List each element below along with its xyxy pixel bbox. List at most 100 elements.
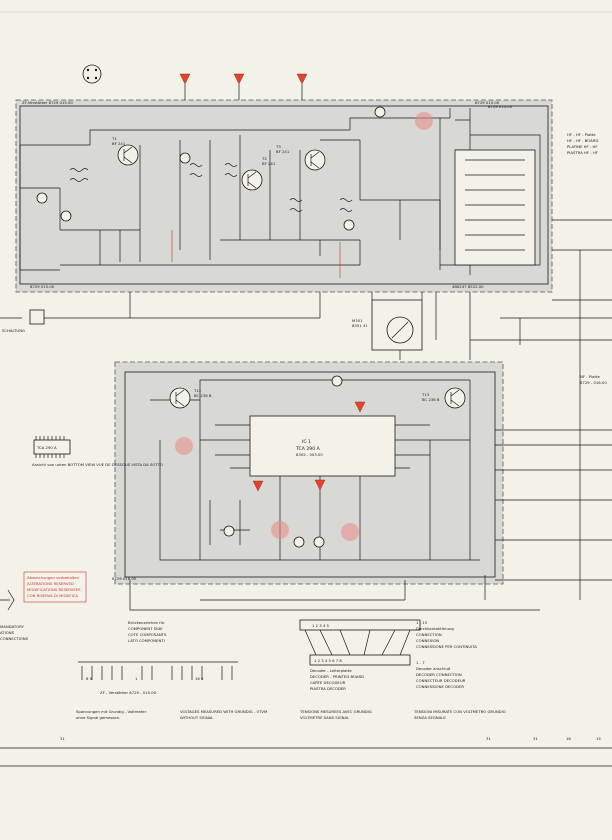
svg-text:T11: T11 (193, 388, 202, 393)
svg-text:PLATINE HF - HF: PLATINE HF - HF (567, 144, 598, 149)
svg-text:HF - HF - BOARD: HF - HF - BOARD (567, 138, 598, 143)
left-legend: MANDATORY ATIONS CONNECTIONS (0, 624, 29, 641)
transistor-t2: T2 BF 241 (241, 156, 276, 191)
voltage-legend: Spannungen mit Grundig - Voltmeter ohne … (76, 709, 506, 720)
transistor-t3: T3 BF 241 (275, 144, 326, 171)
svg-text:BF 241: BF 241 (262, 161, 276, 166)
connection-legend: 1 - 13 Durchkontaktierung CONNECTION CON… (416, 620, 477, 689)
svg-text:SENZA SEGNALE: SENZA SEGNALE (414, 715, 446, 720)
svg-text:ZF - Verstärker 8729 - 015.: ZF - Verstärker 8729 - 015.00 (100, 690, 157, 695)
svg-text:1 2 3 4 5 6 7 8: 1 2 3 4 5 6 7 8 (314, 658, 342, 663)
tuning-meter: M301 8351 41 (352, 299, 423, 351)
svg-text:DECODER - PRINTED BOARD: DECODER - PRINTED BOARD (310, 674, 364, 679)
svg-text:BC 238 B: BC 238 B (422, 397, 440, 402)
bridge-legend: Brückenzeichen für COMPONENT SIDE COTE C… (128, 620, 167, 643)
svg-text:1 - 13: 1 - 13 (416, 620, 428, 625)
test-point (223, 525, 235, 537)
svg-text:MODIFICATIONS RESERVEES: MODIFICATIONS RESERVEES (27, 587, 81, 592)
transistor-t13: T13 BC 238 B (421, 387, 466, 409)
svg-text:Brückenzeichen für: Brückenzeichen für (128, 620, 165, 625)
svg-text:T13: T13 (421, 392, 430, 397)
svg-text:15: 15 (596, 736, 601, 741)
svg-text:TENSIONI MISURATE CON VOLTMETR: TENSIONI MISURATE CON VOLTMETRO GRUNDIG (413, 709, 506, 714)
svg-text:TCA 290 A: TCA 290 A (36, 445, 57, 450)
svg-text:BF 241: BF 241 (276, 149, 290, 154)
svg-text:NF - Platte: NF - Platte (580, 374, 600, 379)
svg-text:CONNECTEUR DECODEUR: CONNECTEUR DECODEUR (416, 678, 466, 683)
svg-text:ATIONS: ATIONS (0, 630, 15, 635)
svg-text:M301: M301 (352, 318, 363, 323)
svg-text:8729 - 016.00: 8729 - 016.00 (580, 380, 607, 385)
svg-text:T2: T2 (261, 156, 267, 161)
if-amplifier-board: ZF-Verstärker 8729 015.00 8729 015.00 87… (15, 73, 553, 293)
test-point (60, 210, 72, 222)
svg-text:ohne Signal gemessen.: ohne Signal gemessen. (76, 715, 120, 720)
svg-text:Spannungen mit Grundig - Voltm: Spannungen mit Grundig - Voltmeter (76, 709, 147, 714)
red-test-marker (179, 73, 191, 85)
ic-tca290a: IC 1 TCA 290 A 8305 - 003.00 (249, 415, 396, 477)
svg-text:COMPONENT SIDE: COMPONENT SIDE (128, 626, 163, 631)
svg-text:Durchkontaktierung: Durchkontaktierung (416, 626, 454, 631)
test-point (36, 192, 48, 204)
transistor-t1: T1 BF 241 (111, 136, 139, 166)
highlight-marker (271, 521, 289, 539)
svg-text:CONNECTION: CONNECTION (416, 632, 442, 637)
svg-text:Decoder - Leiterplatte: Decoder - Leiterplatte (310, 668, 352, 673)
svg-text:DECODER CONNECTION: DECODER CONNECTION (416, 672, 462, 677)
svg-text:1: 1 (135, 676, 138, 681)
ic-socket-note: Ansicht von unten BOTTOM VIEW VUE DE DES… (32, 462, 163, 467)
svg-text:CONNECTIONS: CONNECTIONS (0, 636, 29, 641)
svg-text:Abweichungen vorbehalten: Abweichungen vorbehalten (27, 575, 80, 580)
red-test-marker (354, 401, 366, 413)
svg-text:CON RISERVA DI MODIFICA: CON RISERVA DI MODIFICA (27, 593, 78, 598)
footer-reference-numbers: 31 31 31 16 15 (60, 736, 601, 741)
plug-connector (82, 64, 102, 84)
decoder-legend: 1 2 3 4 5 1 2 3 4 5 6 7 8 Decoder - Leit… (299, 619, 421, 691)
svg-text:COTE COMPOSANTS: COTE COMPOSANTS (128, 632, 167, 637)
svg-text:CARTE DECODEUR: CARTE DECODEUR (310, 680, 346, 685)
test-point (293, 536, 305, 548)
if-board-code: 8729 015.00 (30, 284, 55, 289)
svg-text:IC 1: IC 1 (302, 439, 311, 445)
svg-text:1 2 3 4 5: 1 2 3 4 5 (312, 623, 329, 628)
connector-legend: 8 9 1 16 9 ZF - Verstärker 8729 - 015.00 (78, 661, 238, 695)
svg-text:LATO COMPONENTI: LATO COMPONENTI (128, 638, 165, 643)
red-test-marker (252, 480, 264, 492)
svg-text:TENSIONS MESUREES AVEC GRUNDIG: TENSIONS MESUREES AVEC GRUNDIG (299, 709, 372, 714)
test-point (313, 536, 325, 548)
transistor-t11: T11 BC 238 B (169, 387, 212, 409)
svg-text:Decoder anschluß: Decoder anschluß (416, 666, 451, 671)
svg-text:T3: T3 (275, 144, 281, 149)
test-point (179, 152, 191, 164)
svg-text:CONNESSIONE PER CONTINUITA: CONNESSIONE PER CONTINUITA (416, 644, 477, 649)
red-test-marker (233, 73, 245, 85)
test-point (331, 375, 343, 387)
svg-text:BF 241: BF 241 (112, 141, 126, 146)
svg-text:8 9: 8 9 (86, 676, 93, 681)
svg-text:CONNEXION: CONNEXION (416, 638, 439, 643)
if-board-code-right: 4B8247 8522.00 (452, 284, 484, 289)
decoder-board: 8729 016.00 IC 1 TCA 290 A 8305 - 003.00… (112, 361, 504, 585)
svg-text:CONNESSIONE DECODER: CONNESSIONE DECODER (416, 684, 464, 689)
svg-text:16: 16 (566, 736, 571, 741)
left-code: SCHALTUNG (2, 328, 25, 333)
if-board-tag: 8729 015.00 (475, 100, 500, 105)
svg-text:HF - HF - Platte: HF - HF - Platte (567, 132, 596, 137)
filter-component (29, 309, 45, 325)
svg-text:31: 31 (533, 736, 538, 741)
svg-text:VOLTAGES MEASURED WITH GRUNDIG: VOLTAGES MEASURED WITH GRUNDIG - VTVM (180, 709, 267, 714)
svg-text:TCA 290 A: TCA 290 A (295, 446, 321, 452)
nf-board-label: NF - Platte 8729 - 016.00 (580, 374, 607, 385)
if-board-title: ZF-Verstärker 8729 015.00 (22, 100, 73, 105)
svg-text:PIASTRA DECODER: PIASTRA DECODER (310, 686, 346, 691)
svg-text:WITHOUT SIGNAL: WITHOUT SIGNAL (180, 715, 214, 720)
svg-text:ALTERATIONS RESERVED: ALTERATIONS RESERVED (27, 581, 74, 586)
svg-text:31: 31 (486, 736, 491, 741)
alterations-note: Abweichungen vorbehalten ALTERATIONS RES… (23, 571, 87, 603)
svg-text:1 - 7: 1 - 7 (416, 660, 425, 665)
svg-text:MANDATORY: MANDATORY (0, 624, 25, 629)
svg-text:VOLTMETRE SANS SIGNAL: VOLTMETRE SANS SIGNAL (300, 715, 350, 720)
svg-text:16 9: 16 9 (195, 676, 204, 681)
